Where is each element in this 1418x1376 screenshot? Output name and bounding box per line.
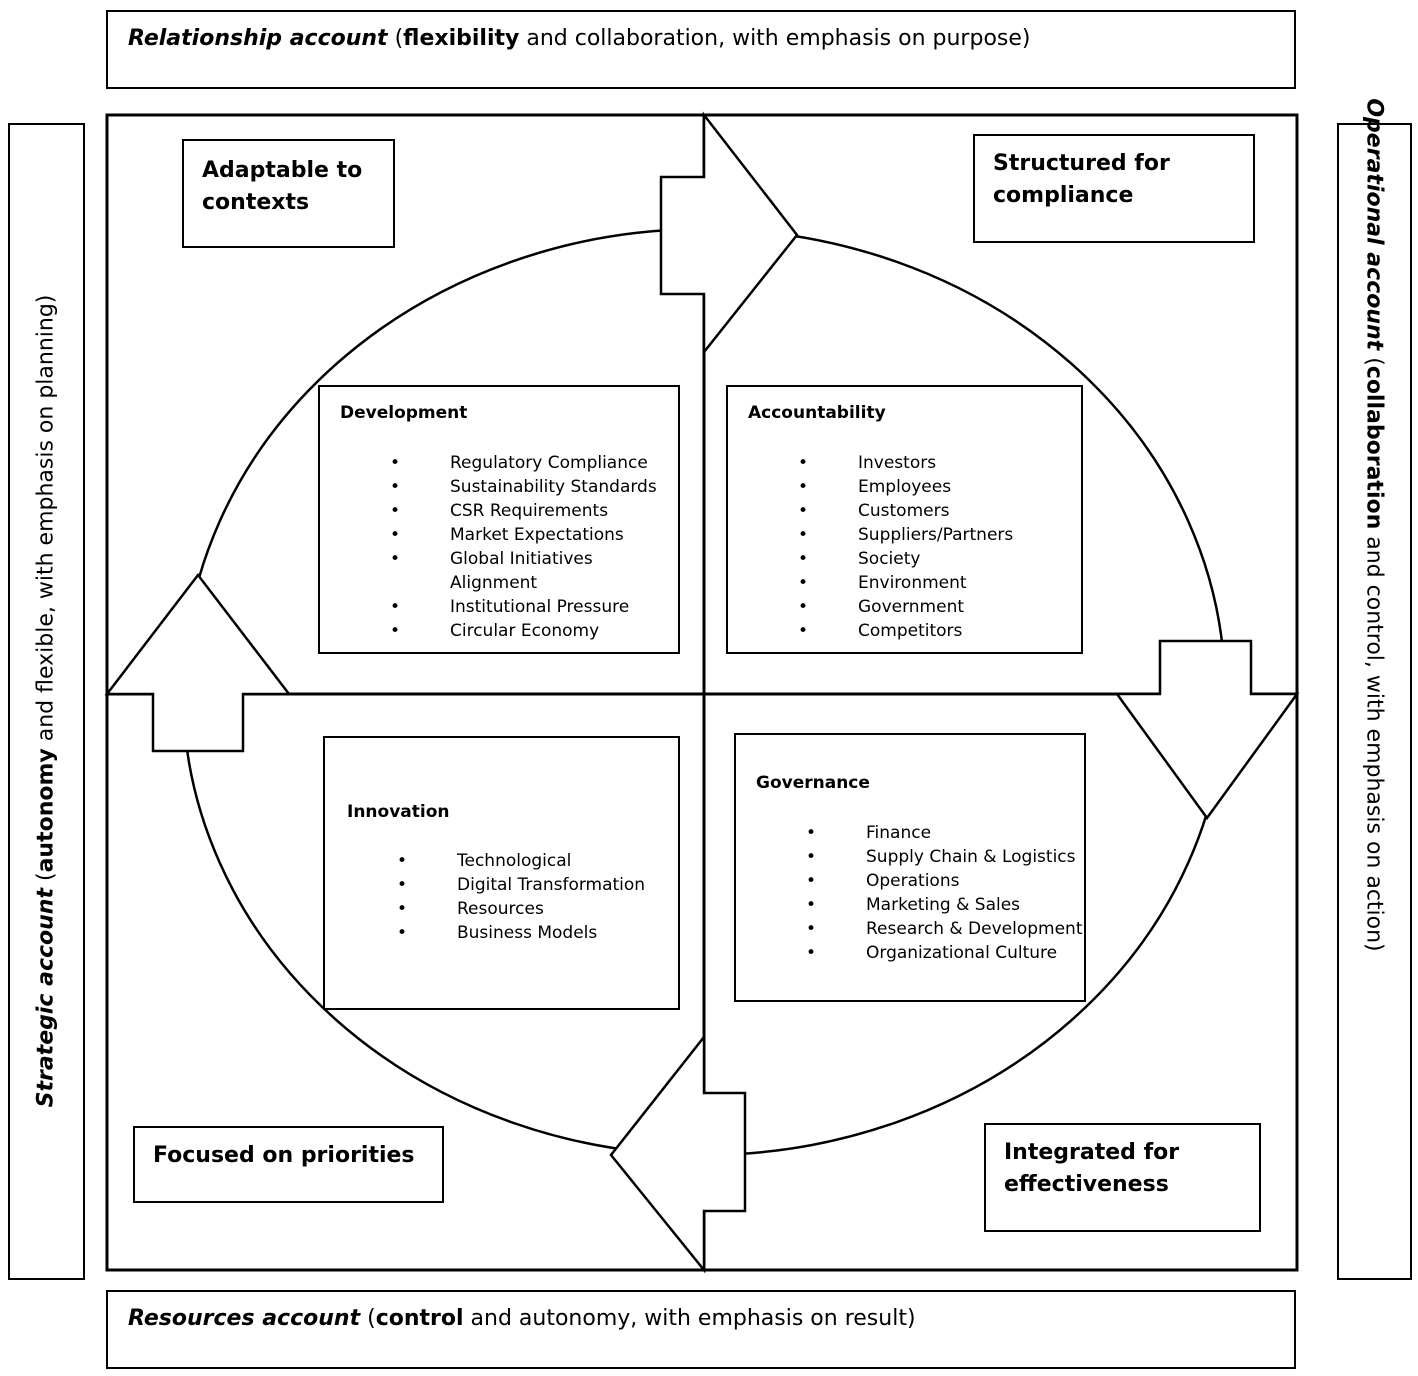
operational-account-text: Operational account (collaboration and c… — [1361, 98, 1387, 952]
development-list: •Regulatory Compliance •Sustainability S… — [340, 451, 657, 643]
label-integrated-for-effectiveness: Integrated for effectiveness — [984, 1123, 1261, 1232]
list-item-continuation: Alignment — [450, 573, 538, 593]
banner-rest: and collaboration, with emphasis on purp… — [519, 26, 1031, 51]
list-item: •Sustainability Standards — [390, 477, 657, 497]
innovation-list: •Technological •Digital Transformation •… — [347, 849, 645, 945]
governance-title: Governance — [756, 773, 870, 793]
banner-emphasis: Resources account — [128, 1306, 361, 1331]
governance-list: •Finance •Supply Chain & Logistics •Oper… — [756, 821, 1082, 965]
list-item: •Employees — [798, 477, 952, 497]
list-item: •Investors — [798, 453, 937, 473]
list-item: •Competitors — [798, 621, 963, 641]
accountability-list: •Investors •Employees •Customers •Suppli… — [748, 451, 1013, 643]
banner-rest: and autonomy, with emphasis on result) — [463, 1306, 916, 1331]
list-item: •Supply Chain & Logistics — [806, 847, 1076, 867]
banner-emphasis: Operational account — [1361, 98, 1387, 351]
list-item: •Suppliers/Partners — [798, 525, 1014, 545]
list-item: •Resources — [397, 899, 544, 919]
arrow-right-top — [659, 111, 799, 356]
list-item: •Digital Transformation — [397, 875, 646, 895]
arrow-down-right — [1114, 639, 1300, 821]
list-item: •Operations — [806, 871, 960, 891]
development-title: Development — [340, 403, 468, 423]
banner-bold: collaboration — [1361, 365, 1387, 530]
banner-rest: and control, with emphasis on action) — [1361, 529, 1387, 952]
innovation-title: Innovation — [347, 802, 450, 822]
list-item: •Institutional Pressure — [390, 597, 630, 617]
relationship-account-banner: Relationship account (flexibility and co… — [106, 10, 1296, 89]
list-item: •Circular Economy — [390, 621, 600, 641]
resources-account-banner: Resources account (control and autonomy,… — [106, 1290, 1296, 1369]
strategic-account-banner — [8, 123, 85, 1280]
label-focused-on-priorities: Focused on priorities — [133, 1126, 444, 1203]
list-item: •Global Initiatives — [390, 549, 593, 569]
list-item: •Business Models — [397, 923, 598, 943]
list-item: •Technological — [397, 851, 572, 871]
list-item: •CSR Requirements — [390, 501, 609, 521]
banner-emphasis: Strategic account — [33, 888, 59, 1108]
arrow-up-left — [104, 572, 292, 753]
list-item: •Government — [798, 597, 965, 617]
banner-bold: autonomy — [33, 748, 59, 873]
label-structured-for-compliance: Structured for compliance — [973, 134, 1255, 243]
innovation-box: Innovation •Technological •Digital Trans… — [323, 736, 680, 1010]
banner-emphasis: Relationship account — [128, 26, 388, 51]
label-adaptable-to-contexts: Adaptable to contexts — [182, 139, 395, 248]
strategic-account-text: Strategic account (autonomy and flexible… — [33, 294, 59, 1108]
list-item: •Market Expectations — [390, 525, 624, 545]
list-item: •Organizational Culture — [806, 943, 1058, 963]
list-item: •Society — [798, 549, 921, 569]
banner-bold: flexibility — [403, 26, 520, 51]
list-item: •Customers — [798, 501, 950, 521]
development-box: Development •Regulatory Compliance •Sust… — [318, 385, 680, 654]
banner-bold: control — [375, 1306, 464, 1331]
list-item: •Marketing & Sales — [806, 895, 1021, 915]
list-item: •Research & Development — [806, 919, 1083, 939]
list-item: •Finance — [806, 823, 932, 843]
list-item: •Regulatory Compliance — [390, 453, 648, 473]
list-item: •Environment — [798, 573, 967, 593]
governance-box: Governance •Finance •Supply Chain & Logi… — [734, 733, 1086, 1002]
arrow-left-bottom — [609, 1033, 747, 1274]
accountability-box: Accountability •Investors •Employees •Cu… — [726, 385, 1083, 654]
operational-account-banner — [1337, 123, 1412, 1280]
accountability-title: Accountability — [748, 403, 886, 423]
banner-rest: and flexible, with emphasis on planning) — [33, 294, 59, 749]
